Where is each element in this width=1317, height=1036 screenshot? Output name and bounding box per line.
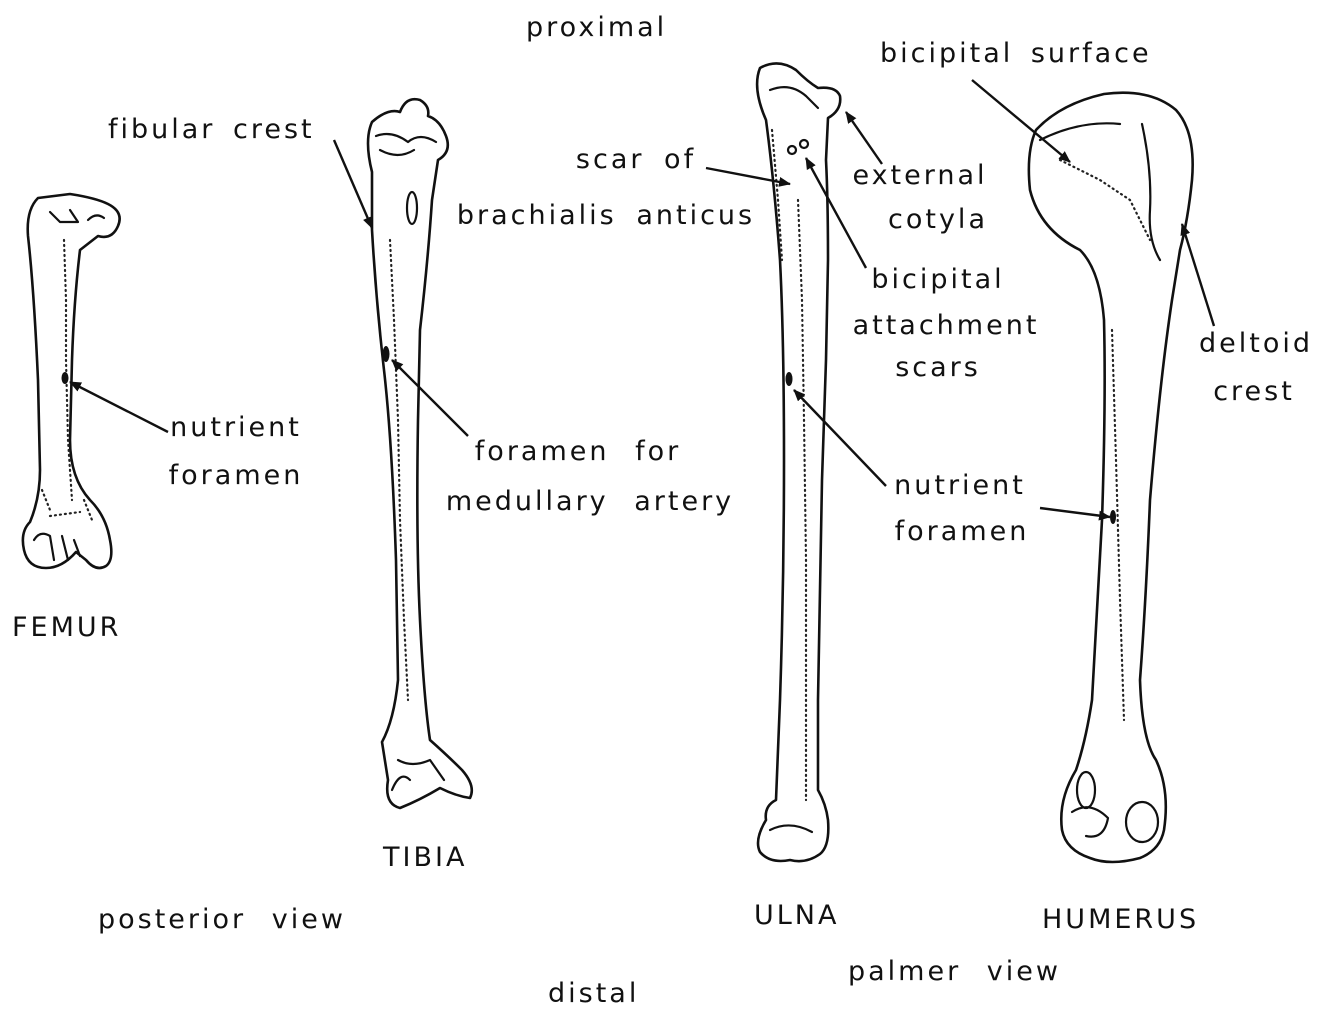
distal-label: distal [548, 980, 639, 1007]
deltoid-crest-label-line1: deltoid [1199, 330, 1313, 357]
posterior-view-label: posterior view [98, 906, 346, 933]
palmer-view-label: palmer view [848, 958, 1061, 985]
arrow-external-cotyla [846, 112, 882, 164]
ulna-drawing [757, 63, 840, 861]
bicipital-scars-label-line3: scars [895, 354, 981, 381]
femur-nutrient-label-line2: foramen [169, 462, 304, 489]
external-cotyla-label-line2: cotyla [888, 206, 988, 233]
femur-label: FEMUR [12, 614, 121, 641]
tibia-foramen-label-line2: medullary artery [446, 488, 734, 515]
fibular-crest-label: fibular crest [108, 116, 315, 143]
arrow-fibular-crest [334, 140, 372, 228]
tibia-label: TIBIA [383, 844, 467, 871]
arrow-humerus-nutrient [1040, 508, 1110, 517]
external-cotyla-label-line1: external [852, 162, 987, 189]
ulna-label: ULNA [754, 902, 839, 929]
ulna-nutrient-label-line1: nutrient [894, 472, 1026, 499]
bicipital-scars-label-line1: bicipital [871, 266, 1004, 293]
humerus-label: HUMERUS [1042, 906, 1199, 933]
scar-label-line1: scar of [576, 146, 696, 173]
deltoid-crest-label-line2: crest [1213, 378, 1295, 405]
scar-label-line2: brachialis anticus [457, 202, 755, 229]
tibia-foramen-label-line1: foramen for [475, 438, 681, 465]
humerus-drawing [1029, 93, 1193, 862]
femur-drawing [23, 194, 120, 568]
proximal-label: proximal [526, 14, 667, 41]
ulna-nutrient-label-line2: foramen [895, 518, 1030, 545]
femur-nutrient-label-line1: nutrient [170, 414, 302, 441]
bicipital-surface-label: bicipital surface [880, 40, 1152, 67]
arrow-deltoid-crest [1182, 224, 1214, 326]
bicipital-scars-label-line2: attachment [853, 312, 1040, 339]
arrow-femur-nutrient [70, 382, 168, 432]
